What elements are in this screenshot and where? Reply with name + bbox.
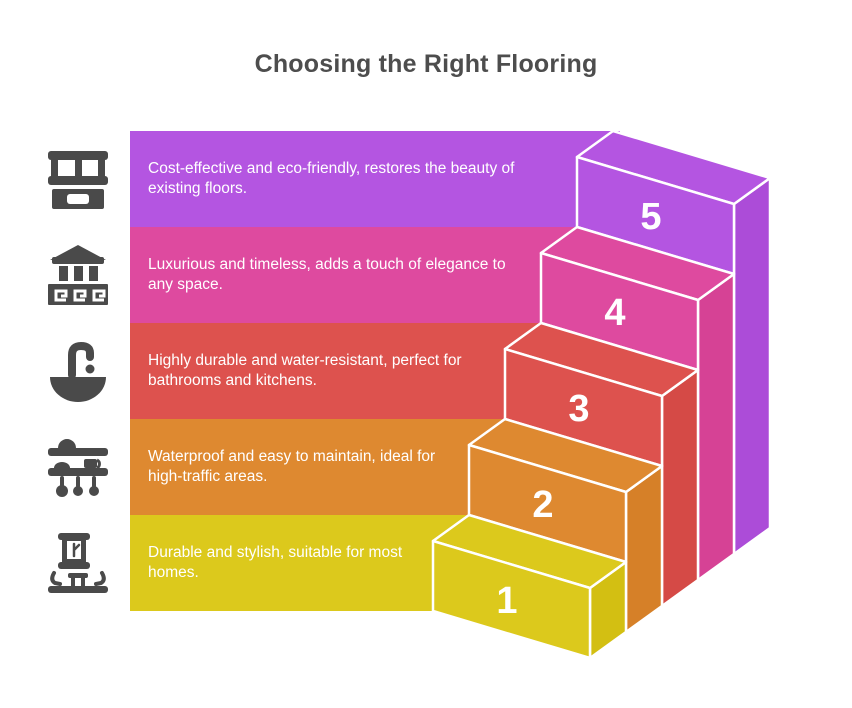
icon-slot-4: [46, 243, 110, 307]
step-description-1: Durable and stylish, suitable for most h…: [148, 544, 403, 581]
staircase-step-4: 4: [539, 225, 736, 582]
staircase-step-1: 1: [431, 513, 628, 660]
icon-slot-1: [46, 531, 110, 595]
step-description-4: Luxurious and timeless, adds a touch of …: [148, 256, 506, 293]
step-side-face: [732, 176, 772, 556]
step-side-face: [696, 272, 736, 582]
staircase-step-2: 2: [467, 417, 664, 634]
staircase-step-3: 3: [503, 321, 700, 608]
kitchen-shelf-icon: [48, 439, 108, 497]
step-side-face: [624, 464, 664, 634]
step-description-2: Waterproof and easy to maintain, ideal f…: [148, 448, 436, 485]
temple-marble-icon: [48, 245, 108, 305]
step-side-face: [660, 368, 700, 608]
step-number: 2: [532, 484, 553, 526]
step-band-5: Cost-effective and eco-friendly, restore…: [130, 131, 620, 227]
step-band-2: Waterproof and easy to maintain, ideal f…: [130, 419, 512, 515]
icon-slot-2: [46, 435, 110, 499]
staircase-step-5: 5: [575, 129, 772, 556]
table-mirror-furniture-icon: [48, 533, 108, 593]
step-number: 4: [604, 292, 625, 334]
step-band-4: Luxurious and timeless, adds a touch of …: [130, 227, 584, 323]
sink-faucet-icon: [50, 341, 106, 402]
step-description-3: Highly durable and water-resistant, perf…: [148, 352, 462, 389]
step-front-face: [431, 539, 592, 660]
step-band-1: Durable and stylish, suitable for most h…: [130, 515, 476, 611]
step-number: 1: [496, 580, 517, 622]
window-planter-icon: [48, 151, 108, 209]
page-title: Choosing the Right Flooring: [254, 50, 598, 78]
step-band-3: Highly durable and water-resistant, perf…: [130, 323, 548, 419]
step-number: 5: [640, 196, 661, 238]
step-description-5: Cost-effective and eco-friendly, restore…: [148, 160, 515, 197]
icon-slot-5: [46, 147, 110, 211]
step-number: 3: [568, 388, 589, 430]
icon-slot-3: [46, 339, 110, 403]
